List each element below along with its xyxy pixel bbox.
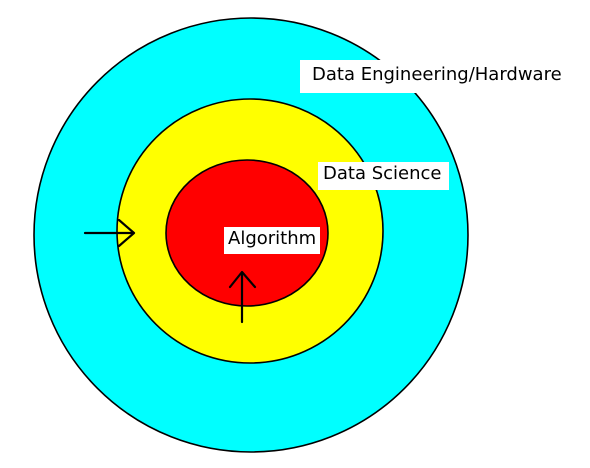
label-data-engineering-hardware: Data Engineering/Hardware	[300, 60, 574, 93]
right-arrow-icon	[83, 218, 136, 248]
up-arrow-icon	[228, 270, 257, 324]
label-data-science: Data Science	[318, 162, 450, 190]
label-algorithm: Algorithm	[224, 227, 321, 254]
